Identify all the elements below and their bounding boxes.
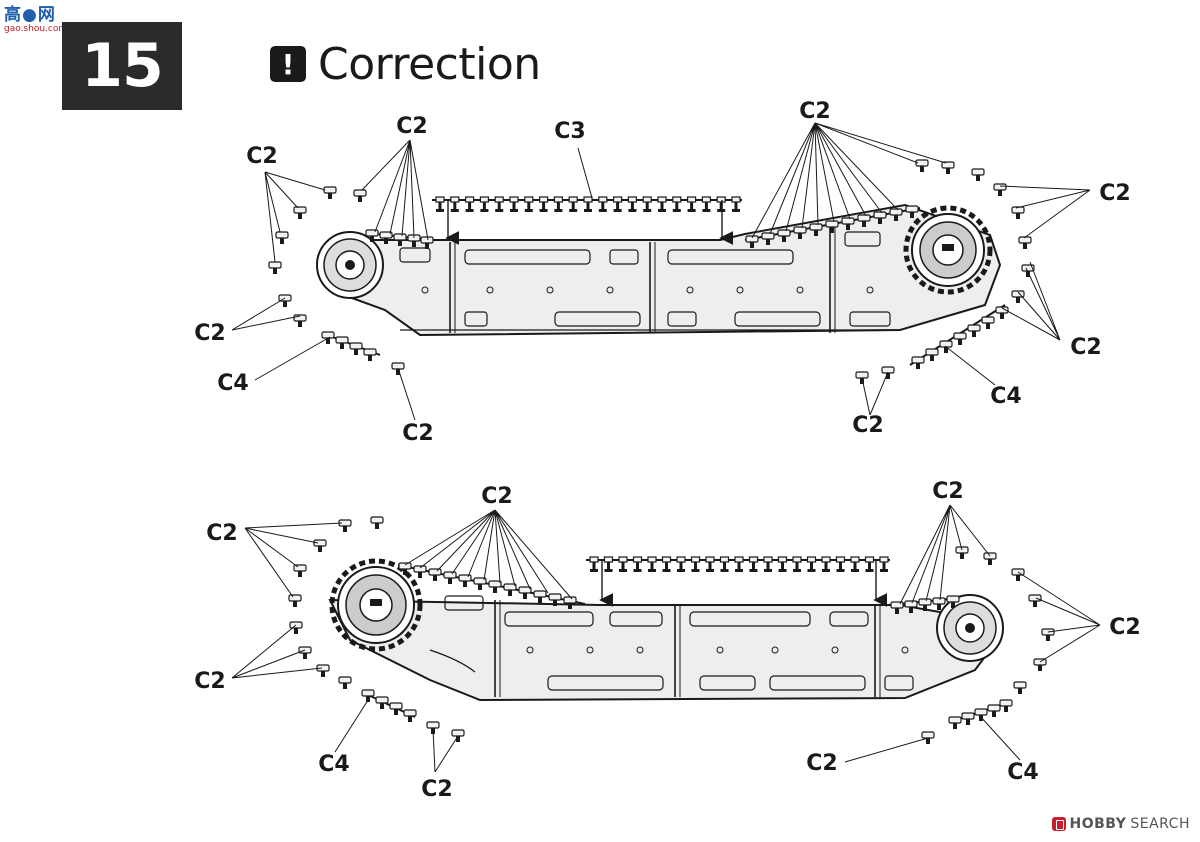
track-link — [864, 556, 875, 573]
track-link — [701, 196, 712, 213]
site-watermark: 高●网 gao.shou.com — [4, 6, 76, 36]
label-c4: C4 — [318, 752, 349, 777]
hobbysearch-watermark: HOBBY SEARCH — [1051, 816, 1191, 832]
track-link — [821, 556, 831, 573]
part-labels: C2 C2 C3 C2 C2 C2 C2 C4 C2 C2 C4 C2 C2 C… — [194, 99, 1140, 802]
track-link — [686, 196, 697, 213]
track-link — [450, 196, 460, 213]
label-c2: C2 — [194, 321, 225, 346]
hobbysearch-brand: HOBBY — [1069, 816, 1127, 832]
track-link — [632, 556, 643, 573]
track-link — [835, 556, 846, 573]
label-c2: C2 — [396, 114, 427, 139]
c2-run-left-bottom — [397, 562, 586, 610]
label-c2: C2 — [799, 99, 830, 124]
c2-run-right-bottom — [889, 595, 960, 615]
track-link — [618, 556, 628, 573]
c4-run-bottom-right-top — [855, 304, 1009, 385]
track-link — [719, 556, 730, 573]
correction-heading: ! Correction — [270, 36, 541, 92]
track-link — [479, 196, 489, 213]
track-link — [763, 556, 773, 573]
track-link — [627, 196, 638, 213]
track-link — [598, 196, 608, 213]
assembly-top — [231, 122, 1091, 421]
leader-lines-top — [231, 122, 1091, 421]
track-frame-bottom — [328, 598, 992, 702]
label-c2: C2 — [932, 479, 963, 504]
hobbysearch-logo-icon — [1051, 817, 1066, 831]
track-link — [716, 196, 726, 213]
track-link — [465, 196, 475, 213]
track-link — [647, 556, 657, 573]
label-c2: C2 — [852, 413, 883, 438]
label-c2: C2 — [1099, 181, 1130, 206]
idler-wheel-bottom — [936, 594, 1004, 662]
label-c4: C4 — [1007, 760, 1038, 785]
track-link — [792, 556, 802, 573]
track-link — [850, 556, 860, 573]
track-link — [509, 196, 519, 213]
assembly-bottom — [231, 504, 1101, 773]
track-link — [589, 556, 599, 573]
track-link — [731, 196, 741, 213]
track-link — [642, 196, 652, 213]
label-c2: C2 — [806, 751, 837, 776]
track-link — [657, 196, 667, 213]
track-link — [603, 556, 614, 573]
track-link — [806, 556, 817, 573]
track-link — [524, 196, 534, 213]
track-link — [734, 556, 744, 573]
label-c4: C4 — [990, 384, 1021, 409]
label-c3: C3 — [554, 119, 585, 144]
hobbysearch-suffix: SEARCH — [1130, 816, 1190, 832]
track-frame-top — [329, 203, 1002, 337]
idler-wheel-top — [316, 231, 384, 299]
c4-run-bottom-left-bottom — [361, 689, 465, 743]
track-link — [568, 196, 578, 213]
label-c2: C2 — [402, 421, 433, 446]
track-link — [661, 556, 672, 573]
track-link — [583, 196, 593, 213]
track-link — [672, 196, 682, 213]
label-c4: C4 — [217, 371, 248, 396]
drive-sprocket-top — [903, 205, 993, 295]
track-link — [777, 556, 788, 573]
site-watermark-url: gao.shou.com — [4, 24, 68, 34]
label-c2: C2 — [1070, 335, 1101, 360]
correction-title: Correction — [318, 38, 541, 90]
step-number: 15 — [81, 31, 163, 101]
c4-run-bottom-left-top — [321, 331, 405, 376]
track-link — [879, 556, 889, 573]
track-link — [690, 556, 701, 573]
track-link — [553, 196, 564, 213]
label-c2: C2 — [421, 777, 452, 802]
track-link — [676, 556, 686, 573]
label-c2: C2 — [194, 669, 225, 694]
c3-track-run-bottom — [586, 556, 890, 607]
site-watermark-cn: 高●网 — [4, 5, 56, 25]
c2-run-right-top — [744, 205, 921, 249]
leader-lines-bottom — [231, 504, 1101, 773]
track-link — [538, 196, 549, 213]
exclamation-icon: ! — [270, 46, 306, 82]
track-link — [748, 556, 759, 573]
step-number-box: 15 — [62, 22, 182, 110]
track-link — [435, 196, 445, 213]
c4-run-bottom-right-bottom — [921, 699, 1013, 745]
label-c2: C2 — [481, 484, 512, 509]
c2-run-left-top — [365, 229, 434, 250]
label-c2: C2 — [206, 521, 237, 546]
drive-sprocket-bottom — [329, 558, 423, 652]
track-link — [494, 196, 504, 213]
c3-track-run-top — [432, 196, 742, 245]
label-c2: C2 — [1109, 615, 1140, 640]
label-c2: C2 — [246, 144, 277, 169]
track-link — [612, 196, 623, 213]
track-link — [705, 556, 715, 573]
